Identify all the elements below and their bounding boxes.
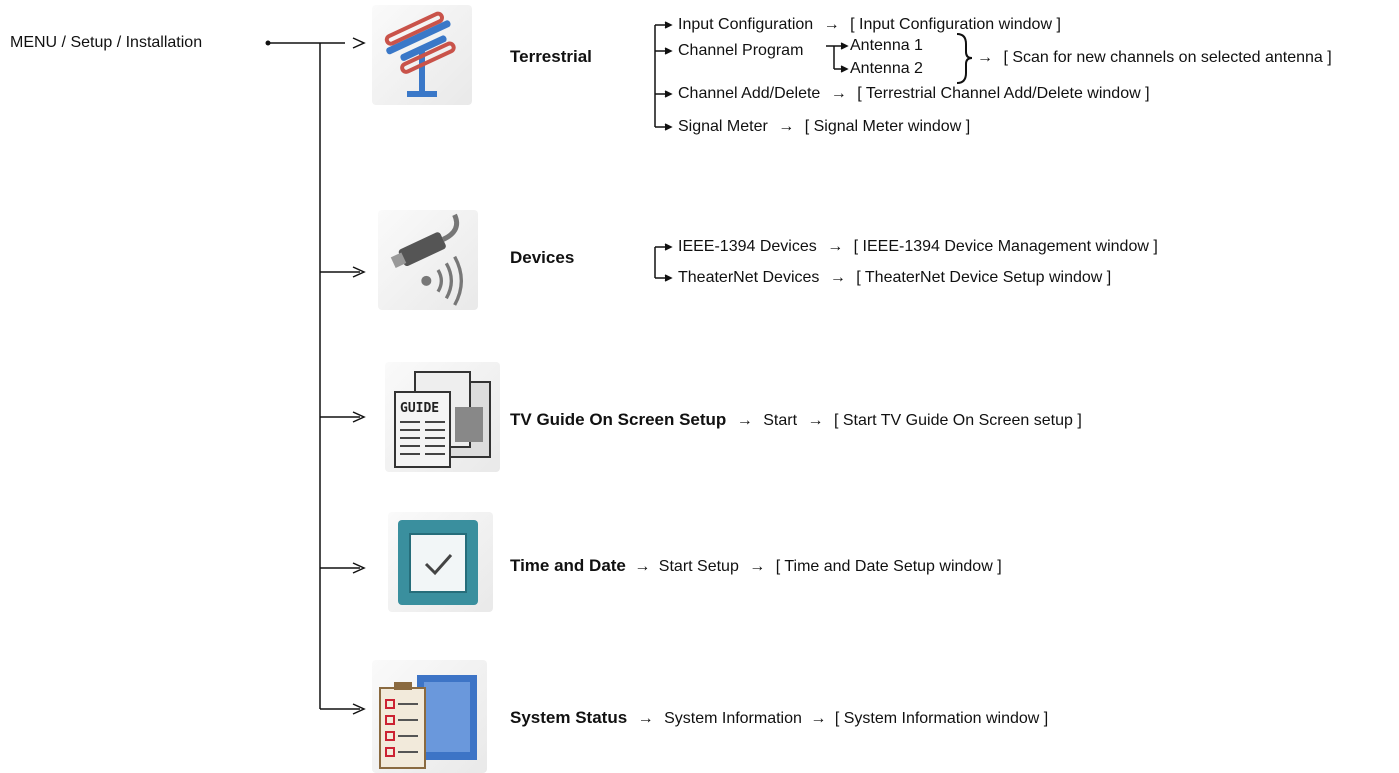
item-channel-add-delete: Channel Add/Delete → [ Terrestrial Chann… xyxy=(678,84,1150,104)
section-title-time-and-date: Time and Date xyxy=(510,556,626,575)
item-label: Input Configuration xyxy=(678,16,814,33)
step-result: [ System Information window ] xyxy=(834,710,1049,727)
device-plug-icon xyxy=(378,210,478,310)
item-result: [ Terrestrial Channel Add/Delete window … xyxy=(857,85,1150,102)
arrowhead-devices xyxy=(352,266,366,278)
sub-item-antenna-1: Antenna 1 xyxy=(850,37,923,54)
antenna-icon xyxy=(372,5,472,105)
arrow-icon: → xyxy=(749,558,766,575)
item-channel-program: Channel Program xyxy=(678,42,804,59)
item-theaternet-devices: TheaterNet Devices → [ TheaterNet Device… xyxy=(678,268,1111,288)
clock-window-icon xyxy=(388,512,493,612)
arrow-icon: → xyxy=(736,412,753,429)
antenna-curly-brace xyxy=(956,33,973,84)
section-title-terrestrial: Terrestrial xyxy=(510,47,592,66)
item-result: [ IEEE-1394 Device Management window ] xyxy=(853,238,1158,255)
row-time-and-date: Time and Date → Start Setup → [ Time and… xyxy=(510,556,1002,577)
arrow-icon: → xyxy=(637,710,654,727)
item-result: [ Input Configuration window ] xyxy=(850,16,1061,33)
arrowhead-timedate xyxy=(352,562,366,574)
arrow-icon: → xyxy=(634,558,651,575)
step-result: [ Start TV Guide On Screen setup ] xyxy=(833,412,1082,429)
item-label: Signal Meter xyxy=(678,118,768,135)
item-result: [ Signal Meter window ] xyxy=(804,118,971,135)
arrow-icon: → xyxy=(807,412,824,429)
sub-item-antenna-2: Antenna 2 xyxy=(850,60,923,77)
section-title-tv-guide: TV Guide On Screen Setup xyxy=(510,410,727,429)
arrow-icon: → xyxy=(827,238,844,255)
item-input-configuration: Input Configuration → [ Input Configurat… xyxy=(678,15,1061,35)
arrow-icon: → xyxy=(829,269,846,286)
section-title-devices: Devices xyxy=(510,248,575,267)
section-title-system-status: System Status xyxy=(510,708,628,727)
item-signal-meter: Signal Meter → [ Signal Meter window ] xyxy=(678,117,970,137)
item-label: IEEE-1394 Devices xyxy=(678,238,817,255)
arrow-icon: → xyxy=(977,49,993,66)
arrowhead-tvguide xyxy=(352,411,366,423)
item-label: Channel Add/Delete xyxy=(678,85,821,102)
row-system-status: System Status → System Information → [ S… xyxy=(510,708,1048,729)
arrow-icon: → xyxy=(778,118,795,135)
root-label: MENU / Setup / Installation xyxy=(10,34,203,51)
arrow-icon: → xyxy=(823,16,840,33)
guide-newspaper-icon: GUIDE xyxy=(385,362,500,472)
item-result: [ Scan for new channels on selected ante… xyxy=(1003,49,1332,66)
root-dot xyxy=(265,40,271,46)
item-channel-program-result: → [ Scan for new channels on selected an… xyxy=(977,48,1332,68)
arrowhead-terrestrial xyxy=(352,37,366,49)
step-label: System Information xyxy=(664,710,802,727)
arrow-icon: → xyxy=(810,710,827,727)
arrow-icon: → xyxy=(830,85,847,102)
step-label: Start Setup xyxy=(658,558,739,575)
step-label: Start xyxy=(763,412,798,429)
item-result: [ TheaterNet Device Setup window ] xyxy=(856,269,1112,286)
svg-text:GUIDE: GUIDE xyxy=(400,401,439,416)
step-result: [ Time and Date Setup window ] xyxy=(775,558,1002,575)
arrowhead-systemstatus xyxy=(352,703,366,715)
item-ieee1394-devices: IEEE-1394 Devices → [ IEEE-1394 Device M… xyxy=(678,237,1158,257)
item-label: TheaterNet Devices xyxy=(678,269,820,286)
row-tv-guide: TV Guide On Screen Setup → Start → [ Sta… xyxy=(510,410,1082,431)
status-checklist-icon xyxy=(372,660,487,773)
